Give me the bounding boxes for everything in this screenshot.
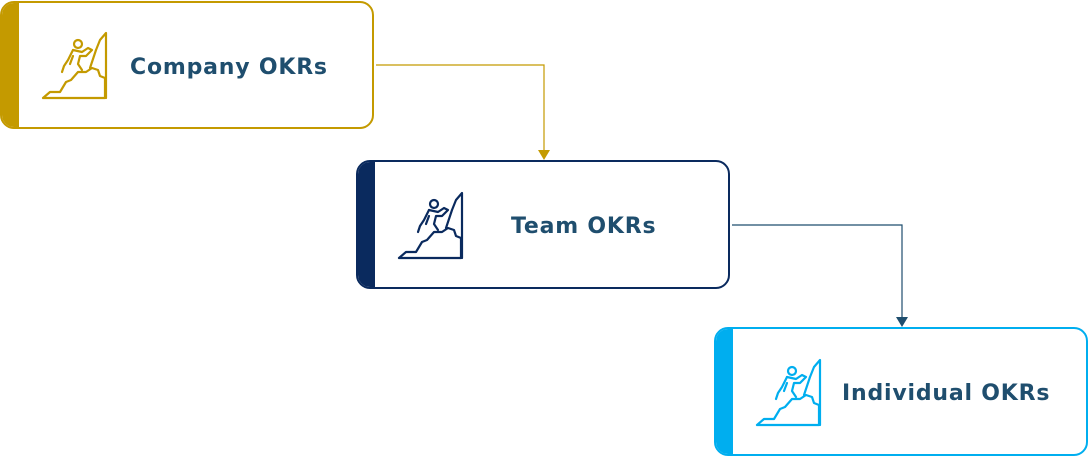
node-label: Company OKRs (130, 55, 328, 80)
arrow-head-icon (896, 317, 908, 327)
mountain-climber-icon (755, 358, 822, 427)
edge-team-to-individual (732, 224, 908, 327)
node-label: Team OKRs (511, 214, 657, 239)
mountain-climber-icon (397, 191, 464, 260)
accent-bar (2, 3, 19, 127)
edge-company-to-team (376, 64, 550, 160)
mountain-climber-icon (41, 31, 108, 100)
node-team-okrs: Team OKRs (356, 160, 730, 289)
node-label: Individual OKRs (842, 381, 1051, 406)
arrow-head-icon (538, 150, 550, 160)
accent-bar (716, 329, 733, 454)
accent-bar (358, 162, 375, 287)
node-individual-okrs: Individual OKRs (714, 327, 1088, 456)
node-company-okrs: Company OKRs (0, 1, 374, 129)
